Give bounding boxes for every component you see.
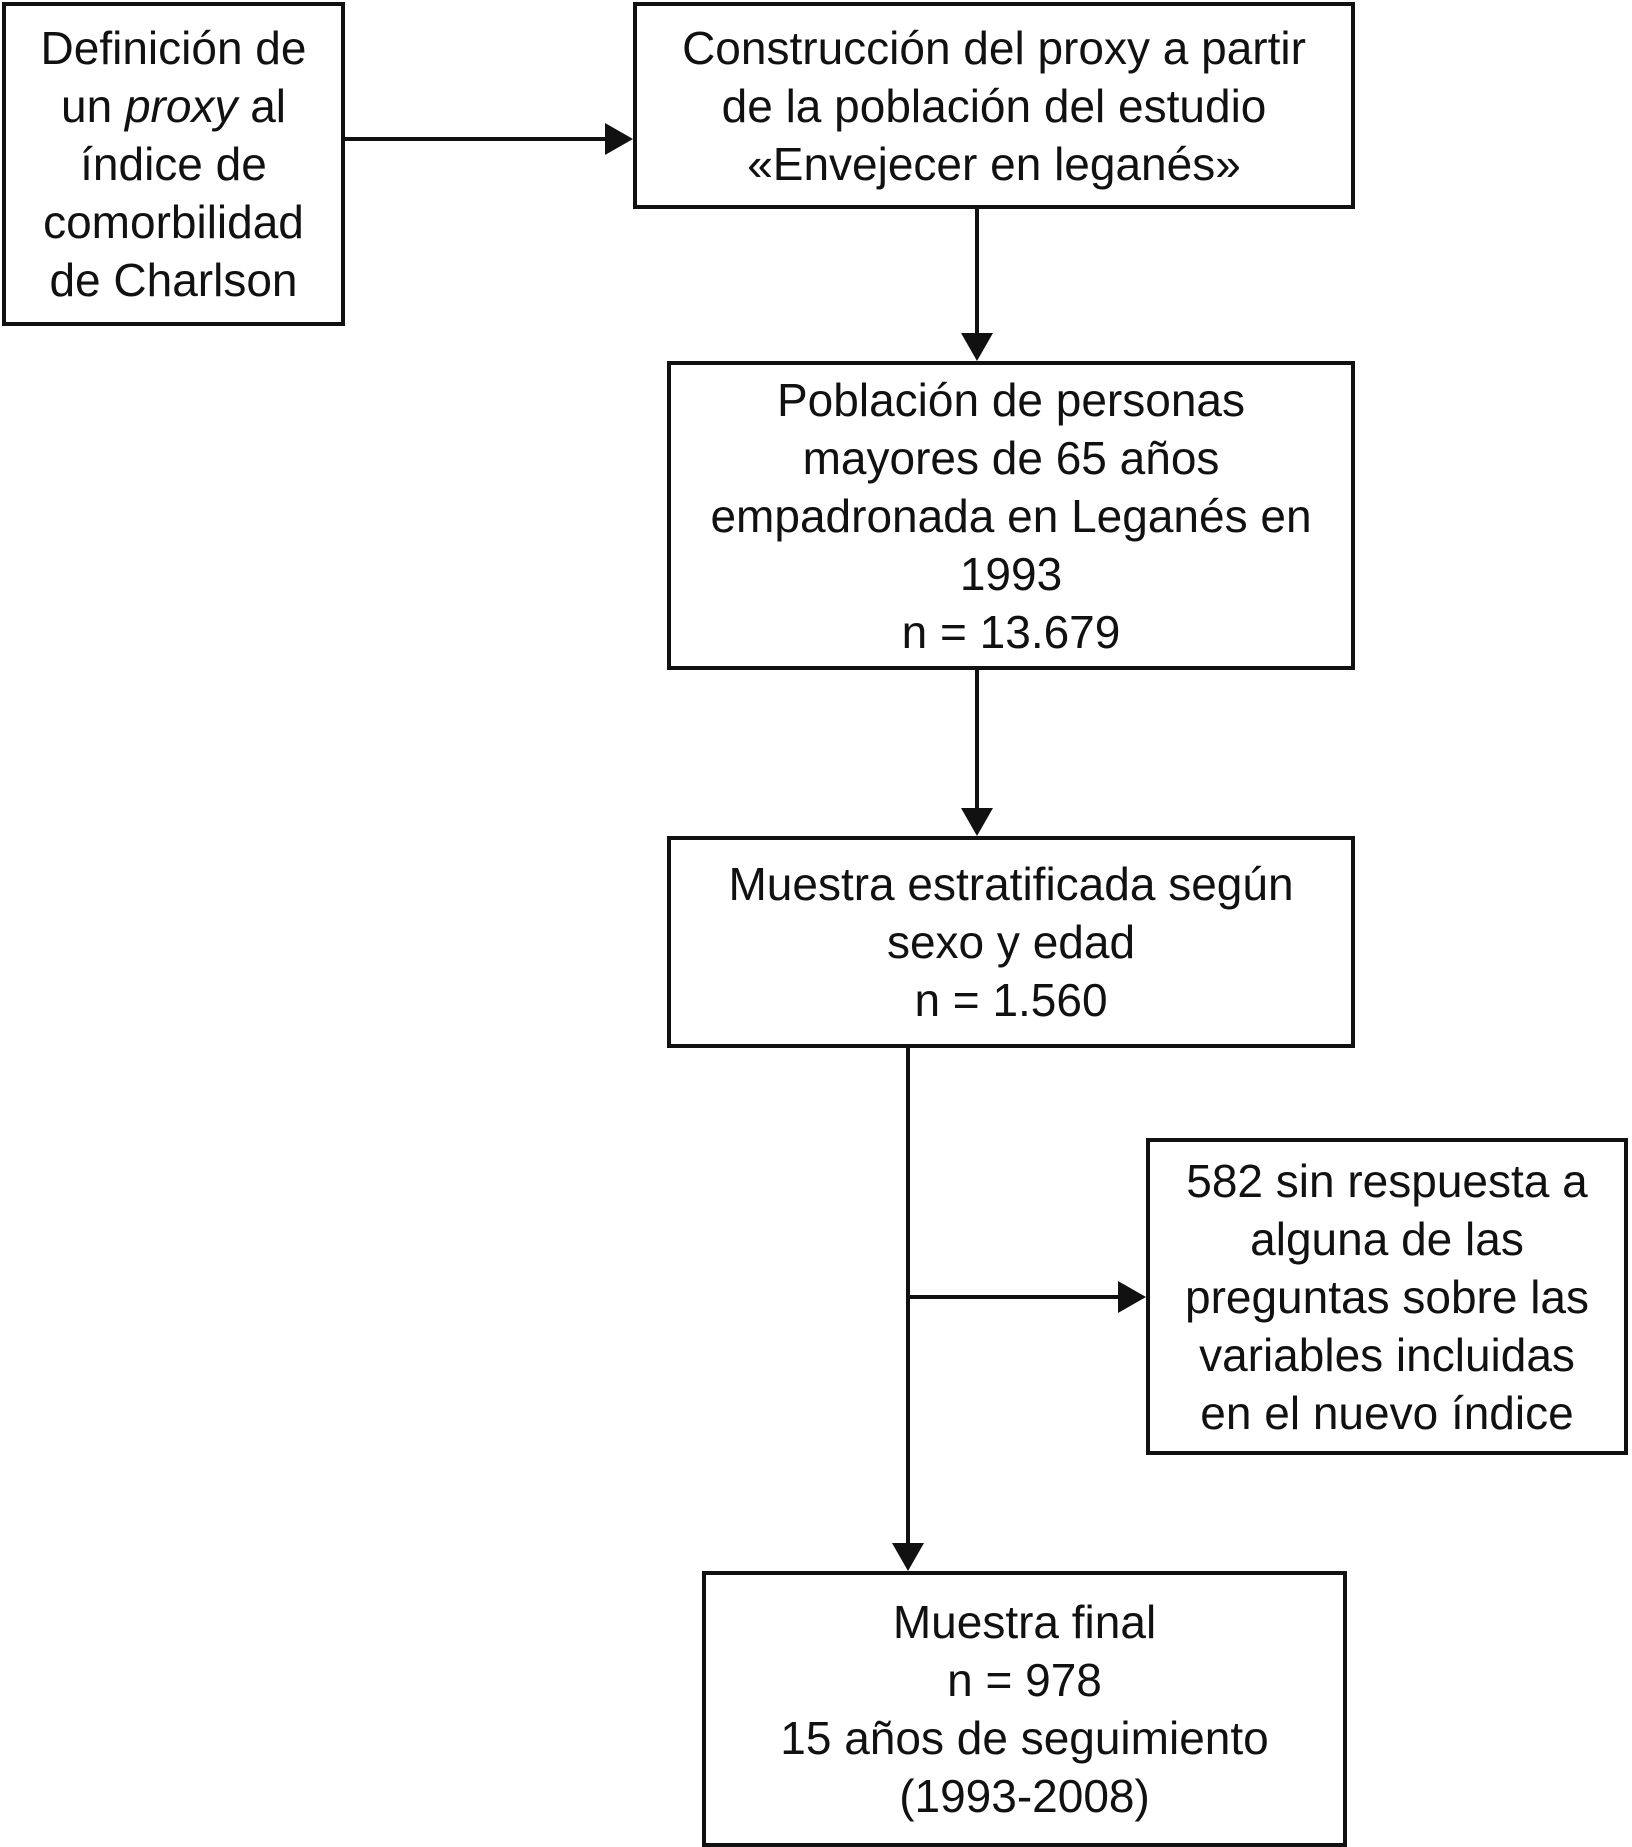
box-population-line-1: Población de personas [777,373,1245,426]
box-population-line-2: mayores de 65 años [802,431,1220,484]
box-stratified-sample: Muestra estratificada según sexo y edad … [667,836,1355,1048]
box-excluded-line-5: en el nuevo índice [1200,1386,1574,1439]
box-proxy-definition-line-1: Definición de [40,22,307,74]
box-proxy-definition-line-2: un proxy al [61,77,286,135]
arrowhead-branch-to-excluded [1118,1281,1146,1313]
box-population-line-4: 1993 [959,547,1063,600]
box-population-line-5: n = 13.679 [901,605,1121,658]
box-proxy-definition-line-2-italic: proxy [124,80,238,132]
box-population: Población de personas mayores de 65 años… [667,361,1355,670]
box-proxy-definition: Definición de un proxy al índice de como… [2,2,345,326]
box-population-line-3: empadronada en Leganés en [710,489,1312,542]
box-proxy-definition-line-4: comorbilidad [43,196,304,248]
box-excluded: 582 sin respuesta a alguna de las pregun… [1146,1138,1628,1455]
box-proxy-definition-line-5: de Charlson [49,254,298,306]
box-proxy-construction-line-3: «Envejecer en leganés» [747,137,1241,190]
box-stratified-sample-line-1: Muestra estratificada según [728,858,1294,910]
box-stratified-sample-line-3: n = 1.560 [914,974,1108,1026]
box-final-sample: Muestra final n = 978 15 años de seguimi… [702,1571,1347,1847]
box-proxy-construction: Construcción del proxy a partir de la po… [633,2,1355,209]
box-final-sample-line-2: n = 978 [947,1654,1102,1706]
box-proxy-definition-line-2-pre: un [60,80,125,132]
box-final-sample-line-4: (1993-2008) [899,1770,1150,1822]
box-excluded-line-2: alguna de las [1250,1212,1524,1265]
box-excluded-line-4: variables incluidas [1199,1328,1575,1381]
box-excluded-line-1: 582 sin respuesta a [1186,1154,1588,1207]
box-final-sample-line-3: 15 años de seguimiento [780,1712,1269,1764]
box-stratified-sample-line-2: sexo y edad [886,916,1136,968]
box-proxy-definition-line-2-post: al [237,80,287,132]
arrowhead-sample-to-final [892,1543,924,1571]
arrowhead-population-to-sample [961,808,993,836]
box-proxy-construction-line-1: Construcción del proxy a partir [682,21,1306,74]
arrowhead-definition-to-construction [605,123,633,155]
box-proxy-construction-line-2: de la población del estudio [721,79,1267,132]
box-excluded-line-3: preguntas sobre las [1184,1270,1590,1323]
box-final-sample-line-1: Muestra final [892,1596,1157,1648]
arrowhead-construction-to-population [961,333,993,361]
box-proxy-definition-line-3: índice de [80,138,267,190]
